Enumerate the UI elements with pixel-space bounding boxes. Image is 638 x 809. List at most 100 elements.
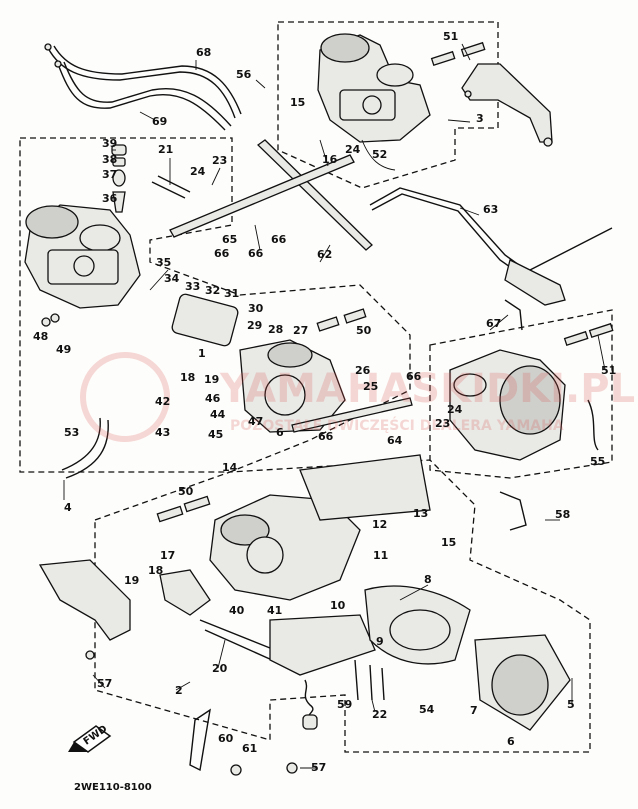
callout-68: 68 — [196, 46, 211, 59]
hose-53 — [61, 417, 101, 471]
callout-25: 25 — [363, 380, 378, 393]
callout-45: 45 — [208, 428, 223, 441]
callout-40: 40 — [229, 604, 245, 617]
callout-60: 60 — [218, 732, 234, 745]
callout-28: 28 — [268, 323, 283, 336]
callout-66: 66 — [214, 247, 230, 260]
callout-66: 66 — [271, 233, 287, 246]
boundary-assembly-3 — [277, 21, 499, 189]
callout-58: 58 — [555, 508, 570, 521]
callout-38: 38 — [102, 153, 117, 166]
callout-12: 12 — [372, 518, 387, 531]
callout-31: 31 — [224, 287, 239, 300]
callout-13: 13 — [413, 507, 428, 520]
callout-29: 29 — [247, 319, 262, 332]
callout-54: 54 — [419, 703, 435, 716]
watermark-subtext: POZOSTAŁE DWICZĘŚCI DEALERA YAMAHA — [230, 416, 564, 434]
callout-63: 63 — [483, 203, 498, 216]
hose-68 — [47, 47, 236, 119]
callout-64: 64 — [387, 434, 403, 447]
callout-37: 37 — [102, 168, 117, 181]
linkage-rods — [169, 139, 613, 306]
callout-24: 24 — [190, 165, 206, 178]
callout-6: 6 — [507, 735, 515, 748]
callout-35: 35 — [156, 256, 171, 269]
callout-50: 50 — [178, 485, 194, 498]
callout-10: 10 — [330, 599, 346, 612]
callout-15: 15 — [441, 536, 456, 549]
callout-65: 65 — [222, 233, 237, 246]
callout-24: 24 — [447, 403, 463, 416]
callout-5: 5 — [567, 698, 575, 711]
callout-18: 18 — [148, 564, 163, 577]
callout-36: 36 — [102, 192, 118, 205]
callout-19: 19 — [204, 373, 219, 386]
callout-15: 15 — [290, 96, 305, 109]
callout-30: 30 — [248, 302, 264, 315]
callout-20: 20 — [212, 662, 228, 675]
leader-lines — [63, 43, 606, 769]
callout-46: 46 — [205, 392, 221, 405]
callout-8: 8 — [424, 573, 432, 586]
boundary-assembly-right — [429, 309, 613, 479]
callout-24: 24 — [345, 143, 361, 156]
callout-56: 56 — [236, 68, 252, 81]
callout-66: 66 — [248, 247, 264, 260]
callout-62: 62 — [317, 248, 332, 261]
callout-50: 50 — [356, 324, 372, 337]
callout-53: 53 — [64, 426, 79, 439]
callout-19: 19 — [124, 574, 139, 587]
callout-33: 33 — [185, 280, 200, 293]
front-direction-arrow: FWD — [68, 724, 112, 753]
carburetor-middle — [171, 293, 413, 433]
callout-66: 66 — [318, 430, 334, 443]
callout-11: 11 — [373, 549, 388, 562]
callout-27: 27 — [293, 324, 308, 337]
callout-4: 4 — [64, 501, 72, 514]
callout-42: 42 — [155, 395, 170, 408]
callout-39: 39 — [102, 137, 117, 150]
callout-1: 1 — [198, 347, 206, 360]
callout-57: 57 — [311, 761, 326, 774]
callout-51: 51 — [601, 364, 616, 377]
pins-51-top — [430, 41, 486, 67]
callout-44: 44 — [210, 408, 226, 421]
watermark: YAMAHASKIDKI.PL POZOSTAŁE DWICZĘŚCI DEAL… — [80, 352, 635, 442]
callout-69: 69 — [152, 115, 167, 128]
callout-9: 9 — [376, 635, 384, 648]
diagram-code: 2WE110-8100 — [74, 782, 152, 793]
callout-43: 43 — [155, 426, 170, 439]
callout-21: 21 — [158, 143, 173, 156]
carburetor-bottom — [38, 454, 571, 776]
callout-23: 23 — [435, 417, 450, 430]
fuel-hoses — [44, 43, 242, 131]
callout-14: 14 — [222, 461, 238, 474]
callout-6: 6 — [276, 426, 284, 439]
callout-23: 23 — [212, 154, 227, 167]
callout-55: 55 — [590, 455, 605, 468]
callout-2: 2 — [175, 684, 183, 697]
watermark-text: YAMAHASKIDKI.PL — [219, 366, 635, 412]
callout-41: 41 — [267, 604, 282, 617]
callout-66: 66 — [406, 370, 422, 383]
carburetor-top — [317, 33, 431, 171]
callout-34: 34 — [164, 272, 180, 285]
callout-16: 16 — [322, 153, 338, 166]
callout-26: 26 — [355, 364, 371, 377]
callout-59: 59 — [337, 698, 352, 711]
callout-18: 18 — [180, 371, 195, 384]
carburetor-left — [24, 144, 191, 327]
callout-48: 48 — [33, 330, 48, 343]
callout-67: 67 — [486, 317, 501, 330]
assembly-boundaries — [19, 21, 613, 753]
hose-69 — [57, 63, 226, 131]
callout-32: 32 — [205, 284, 220, 297]
callout-17: 17 — [160, 549, 175, 562]
callout-49: 49 — [56, 343, 71, 356]
bracket-top-right — [461, 63, 553, 147]
callout-51: 51 — [443, 30, 458, 43]
boundary-assembly-2 — [94, 459, 591, 753]
